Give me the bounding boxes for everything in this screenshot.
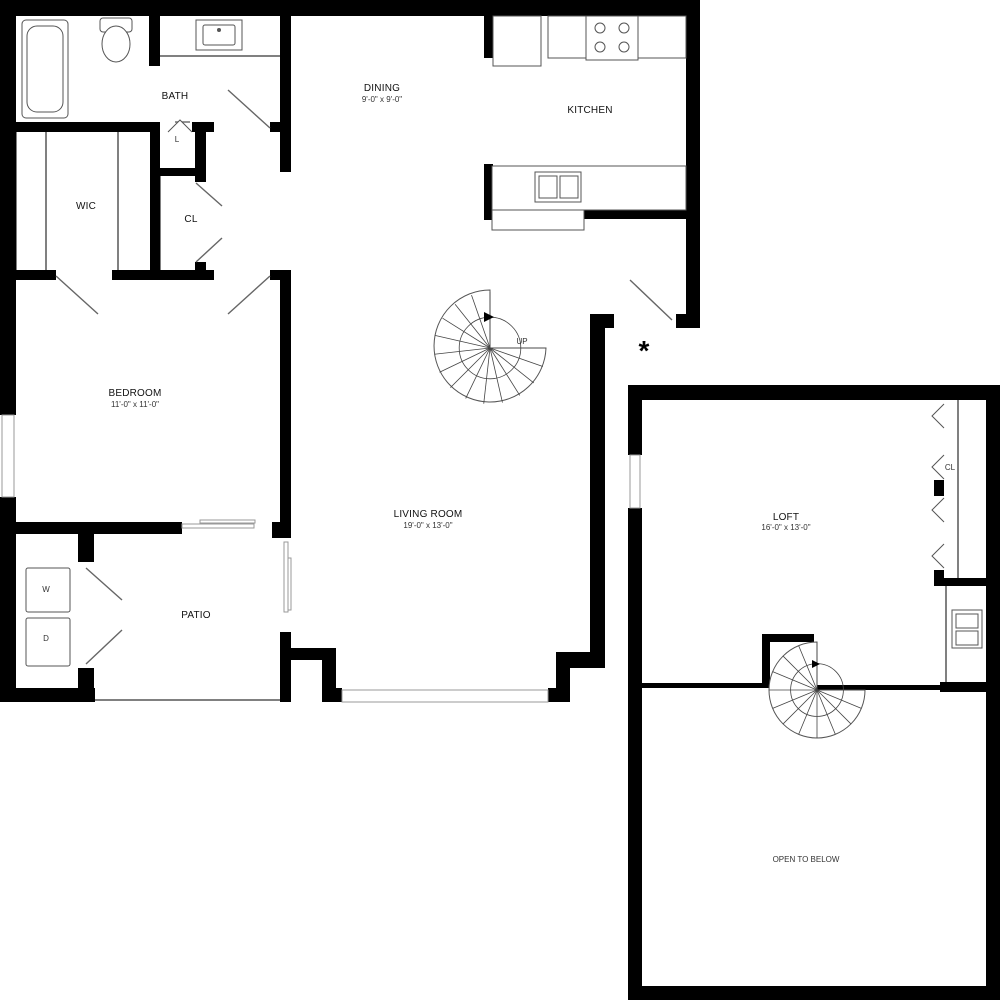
room-size-bedroom: 11'-0" x 11'-0" (111, 400, 159, 409)
laundry-door-upper (85, 567, 123, 601)
room-size-loft: 16'-0" x 13'-0" (761, 523, 810, 532)
stair-tread (471, 295, 491, 349)
room-label-kitchen: KITCHEN (567, 105, 612, 116)
room-label-linen: L (175, 135, 180, 144)
stair-up-label: UP (516, 337, 527, 346)
linen-shelf-icon (167, 119, 193, 133)
bath-door (227, 89, 271, 129)
loft-labels: LOFT 16'-0" x 13'-0" CL OPEN TO BELOW (761, 463, 955, 864)
stair-tread (454, 303, 491, 349)
loft-walls (628, 385, 1000, 1000)
room-label-living: LIVING ROOM (394, 509, 463, 520)
stair-tread (782, 689, 818, 725)
room-size-living: 19'-0" x 13'-0" (403, 521, 452, 530)
kitchen-counter (491, 165, 687, 211)
room-label-bedroom: BEDROOM (108, 388, 161, 399)
sliding-door-bedroom (181, 523, 255, 529)
main-floor-doors (55, 89, 673, 665)
laundry-door-lower (85, 629, 123, 665)
room-label-open-below: OPEN TO BELOW (773, 855, 840, 864)
room-label-loft: LOFT (773, 512, 799, 523)
stair-tread (489, 347, 521, 396)
stair-tread (434, 347, 491, 355)
refrigerator-icon (492, 15, 542, 67)
sliding-door-living (283, 541, 289, 613)
dryer-icon (25, 617, 71, 667)
entry-marker: * (639, 335, 650, 366)
room-label-closet: CL (184, 214, 197, 225)
stair-tread (816, 689, 862, 709)
stair-tread (782, 655, 818, 691)
loft-window (629, 454, 641, 509)
stair-tread (489, 347, 543, 367)
stair-tread (772, 689, 818, 709)
closet-door-upper (195, 182, 223, 207)
stair-tread (816, 689, 836, 735)
stair-tread (435, 335, 491, 349)
stair-tread (483, 347, 491, 404)
stair-tread (798, 689, 818, 735)
stair-tread (450, 347, 491, 388)
bedroom-door (227, 275, 271, 315)
washer-icon (25, 567, 71, 613)
room-label-bath: BATH (162, 91, 189, 102)
stair-tread (442, 317, 491, 349)
stove-icon (585, 15, 639, 61)
stair-tread (439, 347, 491, 373)
stair-tread (489, 347, 503, 403)
main-floor-walls (0, 0, 700, 702)
main-floor-windows (1, 55, 549, 703)
room-label-patio: PATIO (181, 610, 211, 621)
stair-tread (465, 347, 491, 399)
stair-tread (816, 689, 852, 725)
stair-tread (798, 645, 818, 691)
entry-door (629, 279, 673, 321)
stair-tread (489, 347, 535, 384)
room-label-wic: WIC (76, 201, 96, 212)
room-size-dining: 9'-0" x 9'-0" (362, 95, 402, 104)
loft-details (629, 400, 983, 683)
closet-door-lower (195, 237, 223, 263)
stair-tread (772, 671, 818, 691)
room-label-loft-closet: CL (945, 463, 956, 472)
dryer-label: D (43, 634, 49, 643)
spiral-stair-loft (768, 641, 866, 739)
spiral-stair-main (433, 289, 547, 404)
main-floor-labels: BATH DINING 9'-0" x 9'-0" KITCHEN L WIC … (42, 83, 649, 643)
wic-door (55, 275, 99, 315)
room-label-dining: DINING (364, 83, 400, 94)
fixtures (21, 15, 687, 667)
washer-label: W (42, 585, 50, 594)
